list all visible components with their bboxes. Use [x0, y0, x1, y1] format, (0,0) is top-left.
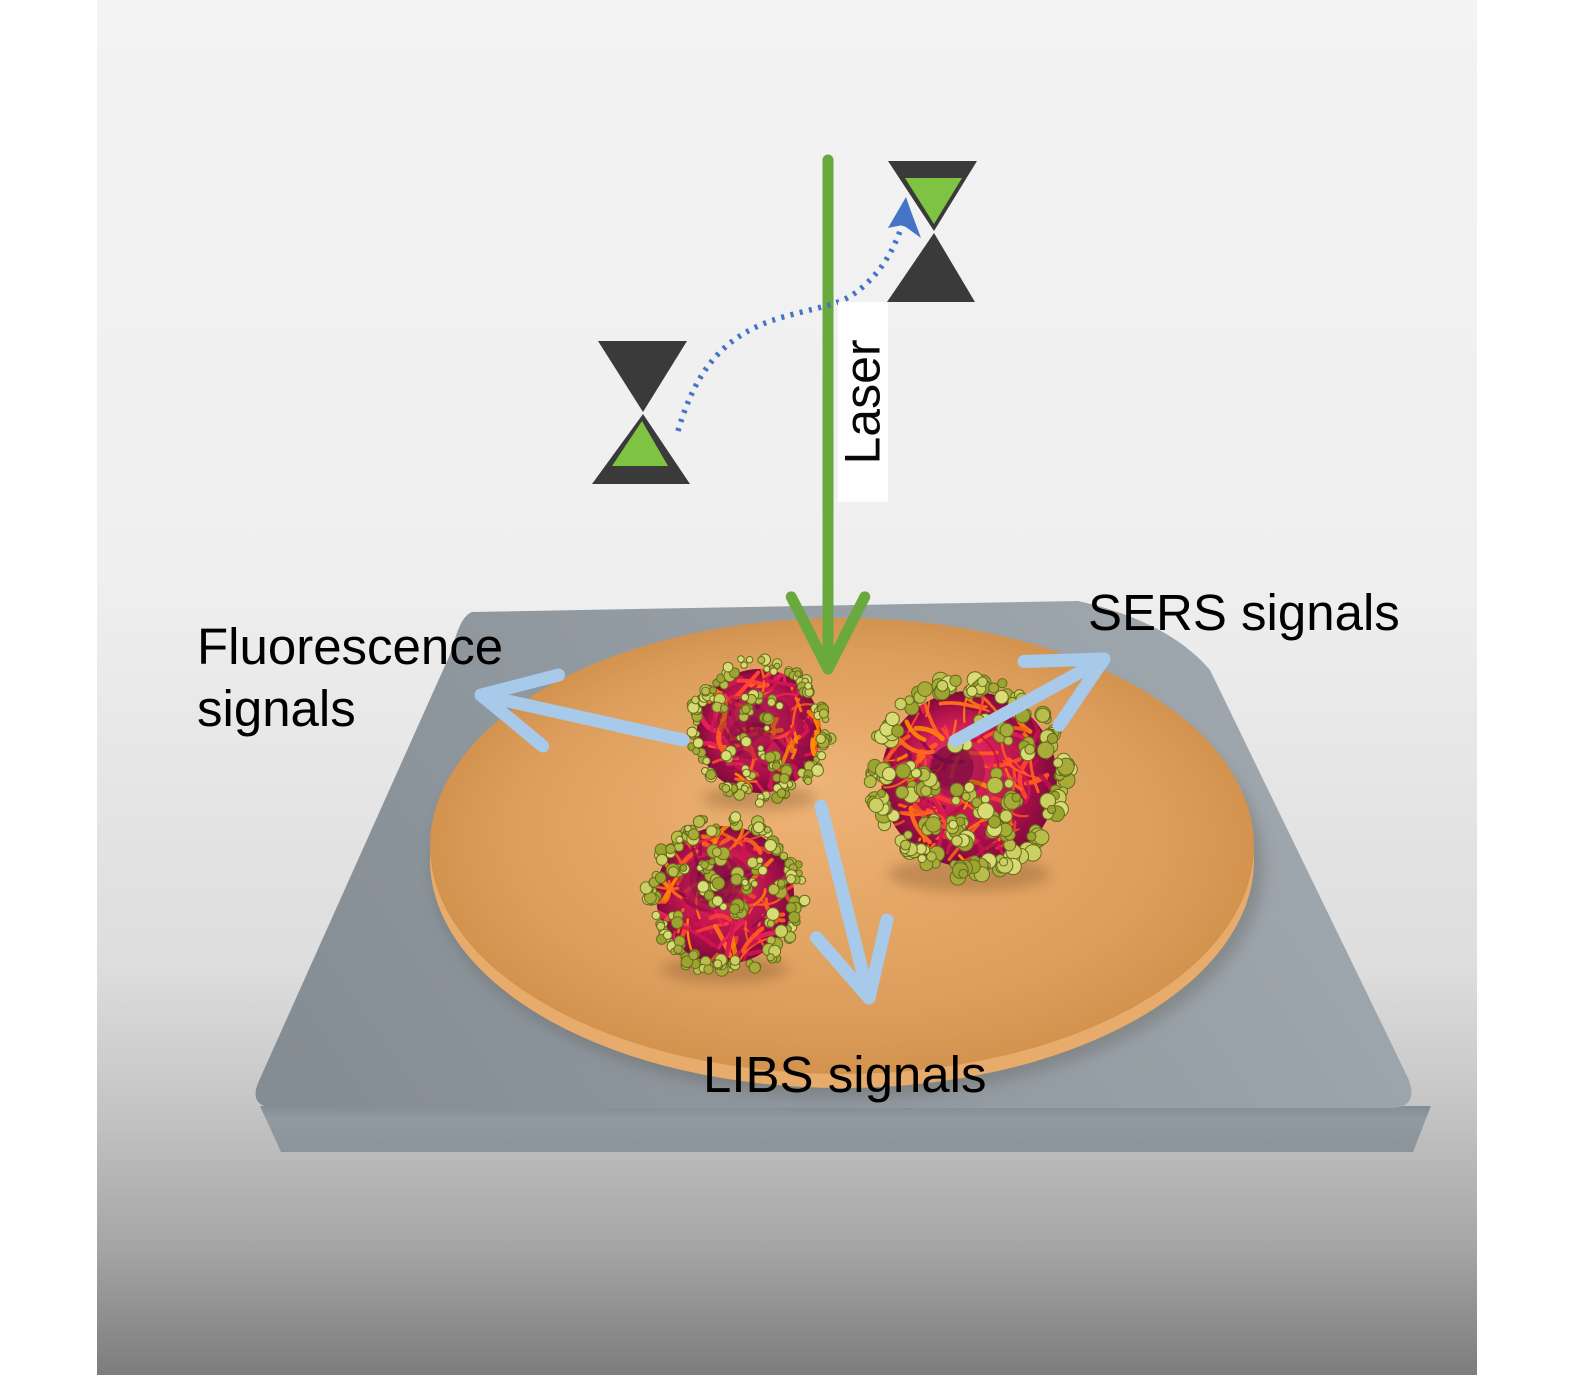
libs-signals-label: LIBS signals: [703, 1046, 987, 1103]
disc-top: [430, 618, 1254, 1074]
laser-beam-arrow: [785, 154, 871, 675]
laser-focus-icon-right: [887, 161, 977, 302]
libs-signal-arrow: [809, 799, 894, 1005]
virus-particles: [639, 653, 1078, 984]
scan-path-dotted-arrow: [675, 197, 921, 432]
virus-particle: [686, 653, 837, 811]
sers-signal-arrow: [948, 652, 1111, 748]
fluorescence-signals-label: Fluorescence signals: [197, 616, 503, 740]
virus-particle: [639, 811, 811, 984]
signal-arrows: [474, 652, 1111, 1005]
sers-signals-label: SERS signals: [1088, 584, 1400, 641]
laser-focus-icon-left: [592, 341, 690, 484]
platform-front-face: [260, 1106, 1431, 1152]
laser-label: Laser: [835, 339, 892, 465]
laser-label-box: Laser: [835, 302, 891, 502]
virus-particle: [863, 671, 1078, 892]
fluorescence-signal-arrow: [474, 668, 690, 753]
fluorescence-label-line2: signals: [197, 680, 356, 737]
fluorescence-label-line1: Fluorescence: [197, 618, 504, 675]
sample-disc: [430, 618, 1264, 1098]
